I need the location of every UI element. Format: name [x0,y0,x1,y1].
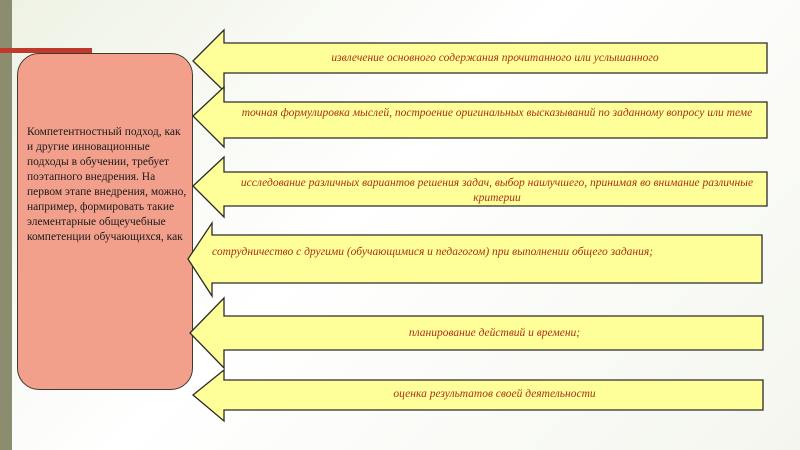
left-decor-accent [0,48,92,53]
arrow-shape-5 [189,296,764,370]
arrow-text-4: сотрудничество с другими (обучающимися и… [212,246,654,258]
arrow-text-5: планирование действий и времени; [408,327,581,339]
arrow-text-2: точная формулировка мыслей, построение о… [241,107,753,119]
arrow-shape-2 [192,85,768,149]
arrow-text-6: оценка результатов своей деятельности [393,388,596,400]
intro-card [17,53,193,390]
arrow-shape-4 [187,220,763,299]
arrow-text-1: извлечение основного содержания прочитан… [331,52,659,64]
arrow-shape-3 [192,155,768,219]
intro-card-text: Компетентностный подход, как и другие ин… [27,126,187,243]
arrow-text-3: исследование различных вариантов решения… [240,177,754,204]
left-decor-bar [0,0,12,450]
arrow-shape-6 [191,368,764,423]
